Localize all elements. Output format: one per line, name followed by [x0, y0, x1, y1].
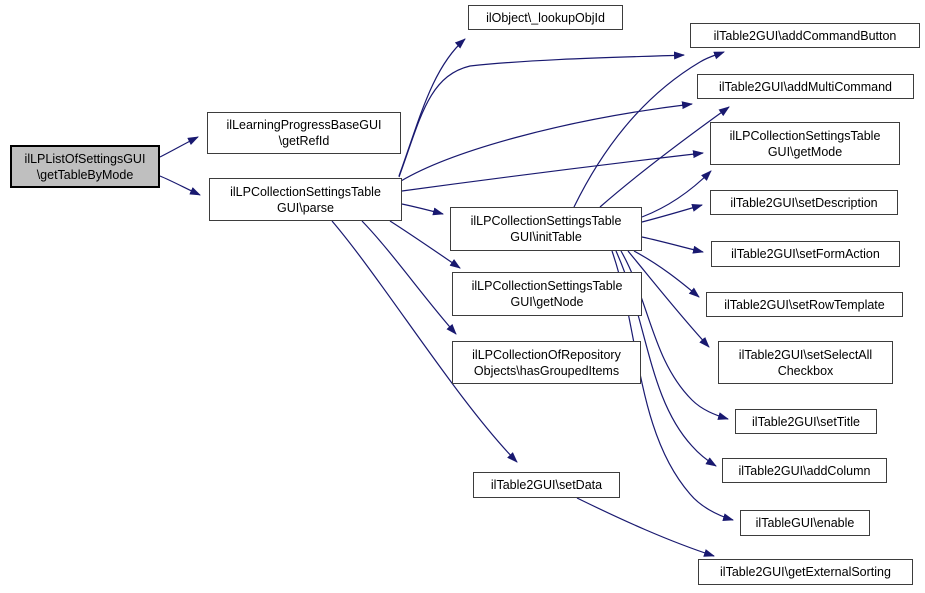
- node-setFormAction[interactable]: ilTable2GUI\setFormAction: [711, 241, 900, 267]
- node-lookupObjId[interactable]: ilObject\_lookupObjId: [468, 5, 623, 30]
- edge-parse-getNode: [389, 220, 461, 269]
- node-setTitle[interactable]: ilTable2GUI\setTitle: [735, 409, 877, 434]
- node-label: ilObject\_lookupObjId: [486, 10, 605, 25]
- node-setData[interactable]: ilTable2GUI\setData: [473, 472, 620, 498]
- node-addColumn[interactable]: ilTable2GUI\addColumn: [722, 458, 887, 483]
- node-label: ilTable2GUI\addMultiCommand: [719, 79, 892, 94]
- edge-parse-initTable: [401, 203, 444, 216]
- node-label: ilLearningProgressBaseGUI \getRefId: [226, 118, 382, 148]
- edge-parse-addCommandButton: [398, 51, 685, 178]
- node-hasGroupedItems[interactable]: ilLPCollectionOfRepository Objects\hasGr…: [452, 341, 641, 384]
- node-label: ilTable2GUI\setTitle: [752, 414, 860, 429]
- node-getNode[interactable]: ilLPCollectionSettingsTable GUI\getNode: [452, 272, 642, 316]
- node-getExternalSorting[interactable]: ilTable2GUI\getExternalSorting: [698, 559, 913, 585]
- node-label: ilTable2GUI\setRowTemplate: [724, 297, 885, 312]
- node-label: ilLPCollectionSettingsTable GUI\getMode: [729, 128, 881, 159]
- edge-parse-hasGroupedItems: [361, 220, 457, 335]
- node-parse[interactable]: ilLPCollectionSettingsTable GUI\parse: [209, 178, 402, 221]
- node-label: ilLPCollectionSettingsTable GUI\initTabl…: [470, 214, 622, 244]
- edge-getTableByMode-getRefId: [159, 136, 199, 158]
- node-label: ilLPListOfSettingsGUI \getTableByMode: [24, 151, 146, 182]
- edge-getTableByMode-parse: [159, 175, 201, 196]
- edge-initTable-getMode: [641, 170, 712, 218]
- node-label: ilTable2GUI\setData: [490, 478, 603, 492]
- edge-initTable-setDescription: [641, 204, 703, 223]
- node-label: ilTable2GUI\setSelectAll Checkbox: [738, 347, 873, 378]
- node-addCommandButton[interactable]: ilTable2GUI\addCommandButton: [690, 23, 920, 48]
- edge-parse-setData: [331, 220, 518, 463]
- edge-initTable-setFormAction: [641, 236, 704, 254]
- node-label: ilTable2GUI\setFormAction: [731, 247, 880, 261]
- node-getRefId[interactable]: ilLearningProgressBaseGUI \getRefId: [207, 112, 401, 154]
- node-label: ilLPCollectionOfRepository Objects\hasGr…: [472, 347, 621, 378]
- node-label: ilTable2GUI\setDescription: [730, 195, 878, 210]
- edge-initTable-setSelectAllCheckbox: [627, 250, 710, 348]
- node-label: ilTable2GUI\addCommandButton: [713, 28, 897, 43]
- node-enable[interactable]: ilTableGUI\enable: [740, 510, 870, 536]
- edge-parse-getMode: [401, 150, 704, 192]
- node-label: ilTableGUI\enable: [755, 516, 855, 530]
- node-setDescription[interactable]: ilTable2GUI\setDescription: [710, 190, 898, 215]
- node-initTable[interactable]: ilLPCollectionSettingsTable GUI\initTabl…: [450, 207, 642, 251]
- node-addMultiCommand[interactable]: ilTable2GUI\addMultiCommand: [697, 74, 914, 99]
- edge-parse-addMultiCommand: [400, 101, 693, 182]
- node-getTableByMode[interactable]: ilLPListOfSettingsGUI \getTableByMode: [10, 145, 160, 188]
- edge-setData-getExternalSorting: [576, 497, 715, 557]
- edge-initTable-addCommandButton: [573, 51, 725, 208]
- node-setSelectAllCheckbox[interactable]: ilTable2GUI\setSelectAll Checkbox: [718, 341, 893, 384]
- edge-parse-lookupObjId: [398, 38, 466, 177]
- edge-initTable-addMultiCommand: [599, 106, 730, 208]
- node-setRowTemplate[interactable]: ilTable2GUI\setRowTemplate: [706, 292, 903, 317]
- node-label: ilTable2GUI\addColumn: [738, 463, 871, 478]
- node-getMode[interactable]: ilLPCollectionSettingsTable GUI\getMode: [710, 122, 900, 165]
- node-label: ilLPCollectionSettingsTable GUI\getNode: [471, 279, 623, 309]
- node-label: ilTable2GUI\getExternalSorting: [720, 565, 891, 579]
- edge-initTable-setRowTemplate: [633, 250, 700, 298]
- node-label: ilLPCollectionSettingsTable GUI\parse: [230, 184, 381, 215]
